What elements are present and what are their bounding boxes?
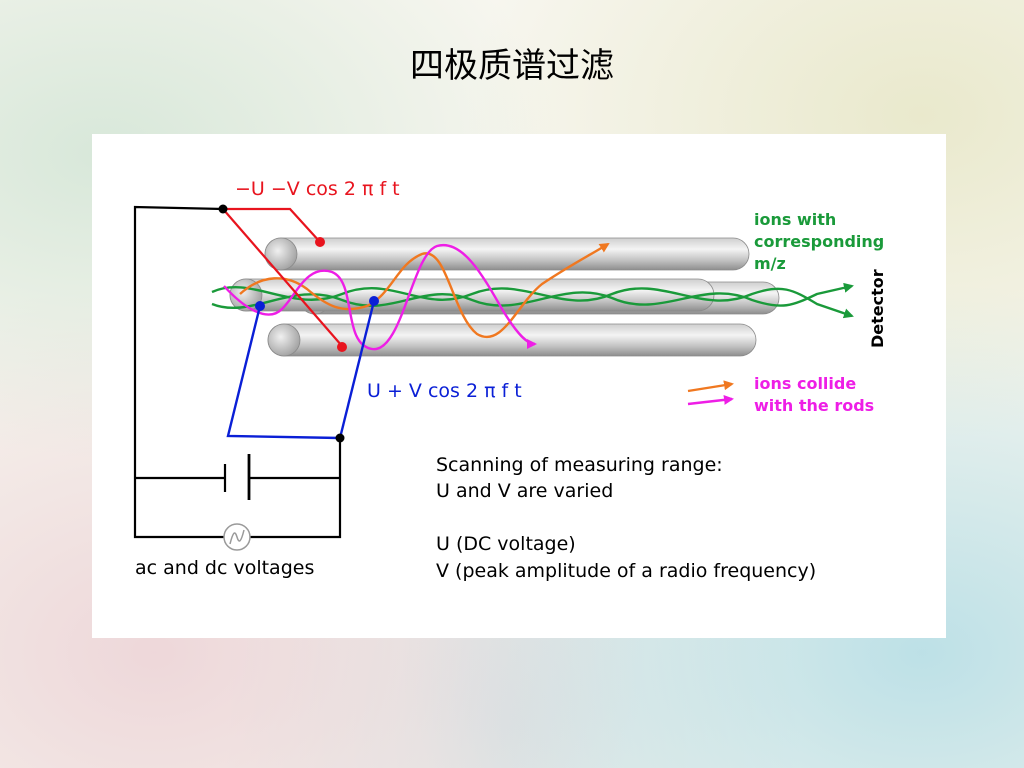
rf-positive-label: U + V cos 2 π f t xyxy=(367,380,522,402)
red-connector-top-rod xyxy=(315,237,325,247)
rf-negative-label: −U −V cos 2 π f t xyxy=(235,178,400,200)
junction-node-bottom xyxy=(335,433,345,443)
blue-connector-left-rod xyxy=(255,301,265,311)
diagram-panel: −U −V cos 2 π f t U + V cos 2 π f t ions… xyxy=(92,134,946,638)
detector-label: Detector xyxy=(868,269,887,348)
rod-top xyxy=(264,237,750,271)
description-text: Scanning of measuring range: U and V are… xyxy=(436,454,816,582)
blue-wiring xyxy=(226,300,376,440)
red-connector-bottom-rod xyxy=(337,342,347,352)
red-wiring xyxy=(222,207,343,347)
legend-orange-arrow xyxy=(687,380,734,393)
supply-label: ac and dc voltages xyxy=(135,557,314,579)
ac-source-icon xyxy=(223,523,251,551)
junction-node-top xyxy=(218,204,228,214)
rod-bottom xyxy=(267,323,757,357)
quadrupole-diagram: −U −V cos 2 π f t U + V cos 2 π f t ions… xyxy=(133,178,890,582)
green-ion-path-b xyxy=(211,282,854,310)
ions-pass-label: ions with corresponding m/z xyxy=(754,210,890,273)
ions-collide-label: ions collide with the rods xyxy=(754,374,874,415)
dc-battery-icon xyxy=(223,454,251,500)
legend-magenta-arrow xyxy=(687,394,734,406)
slide-title: 四极质谱过滤 xyxy=(410,46,614,86)
blue-connector-right-rod xyxy=(369,296,379,306)
magenta-ion-path xyxy=(223,243,537,351)
supply-circuit xyxy=(133,205,342,539)
